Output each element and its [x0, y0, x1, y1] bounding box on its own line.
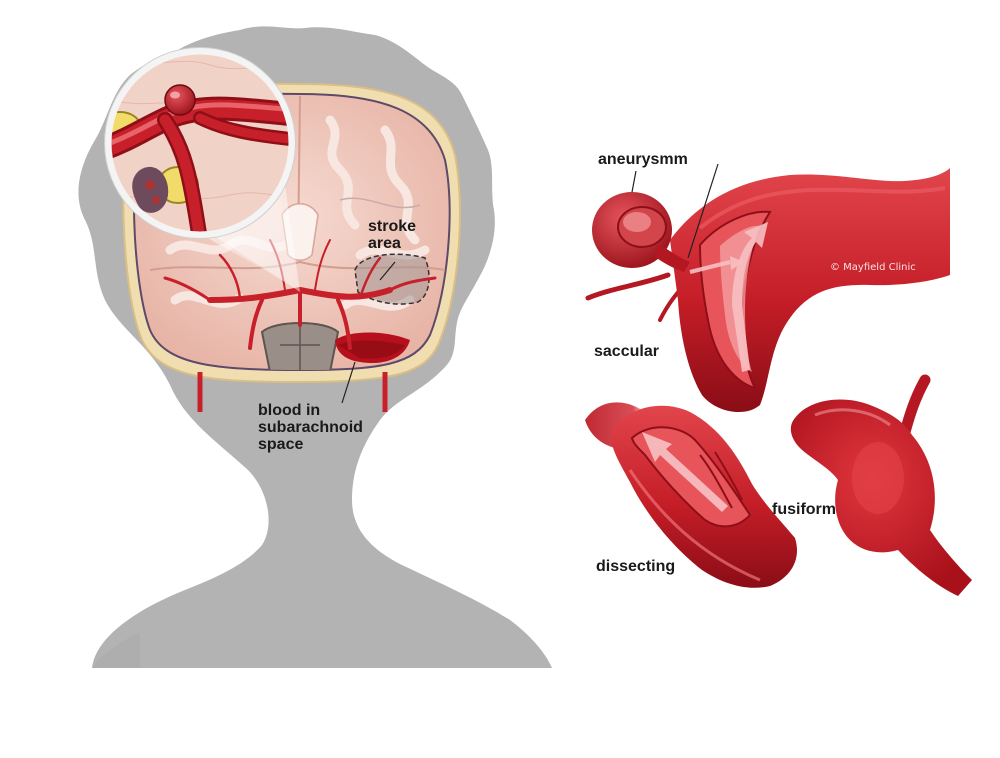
- blood-label: blood in subarachnoid space: [258, 402, 363, 453]
- fusiform-label: fusiform: [772, 501, 836, 518]
- blood-leader: [341, 361, 356, 404]
- stroke-area-leader: [379, 261, 396, 281]
- aneurysm-leader: [631, 170, 637, 193]
- saccular-aneurysm: [585, 168, 950, 413]
- stroke-area-label-line-1: stroke: [368, 218, 417, 235]
- saccular-label: saccular: [594, 343, 659, 360]
- blood-label-line-2: subarachnoid: [258, 419, 363, 436]
- dissecting-label: dissecting: [596, 558, 676, 575]
- magnifier-callout: [104, 47, 300, 292]
- blood-label-line-3: space: [258, 436, 304, 453]
- dissecting-aneurysm: [585, 402, 798, 588]
- stroke-area-label: stroke area: [368, 218, 416, 252]
- blood-label-line-1: blood in: [258, 402, 321, 419]
- stroke-area-label-line-2: area: [368, 235, 401, 252]
- copyright-credit: © Mayfield Clinic: [830, 262, 916, 273]
- aneurysm-label: aneurysmm: [598, 151, 688, 168]
- fusiform-aneurysm: [790, 374, 972, 596]
- aneurysm-leader-2: [687, 163, 719, 259]
